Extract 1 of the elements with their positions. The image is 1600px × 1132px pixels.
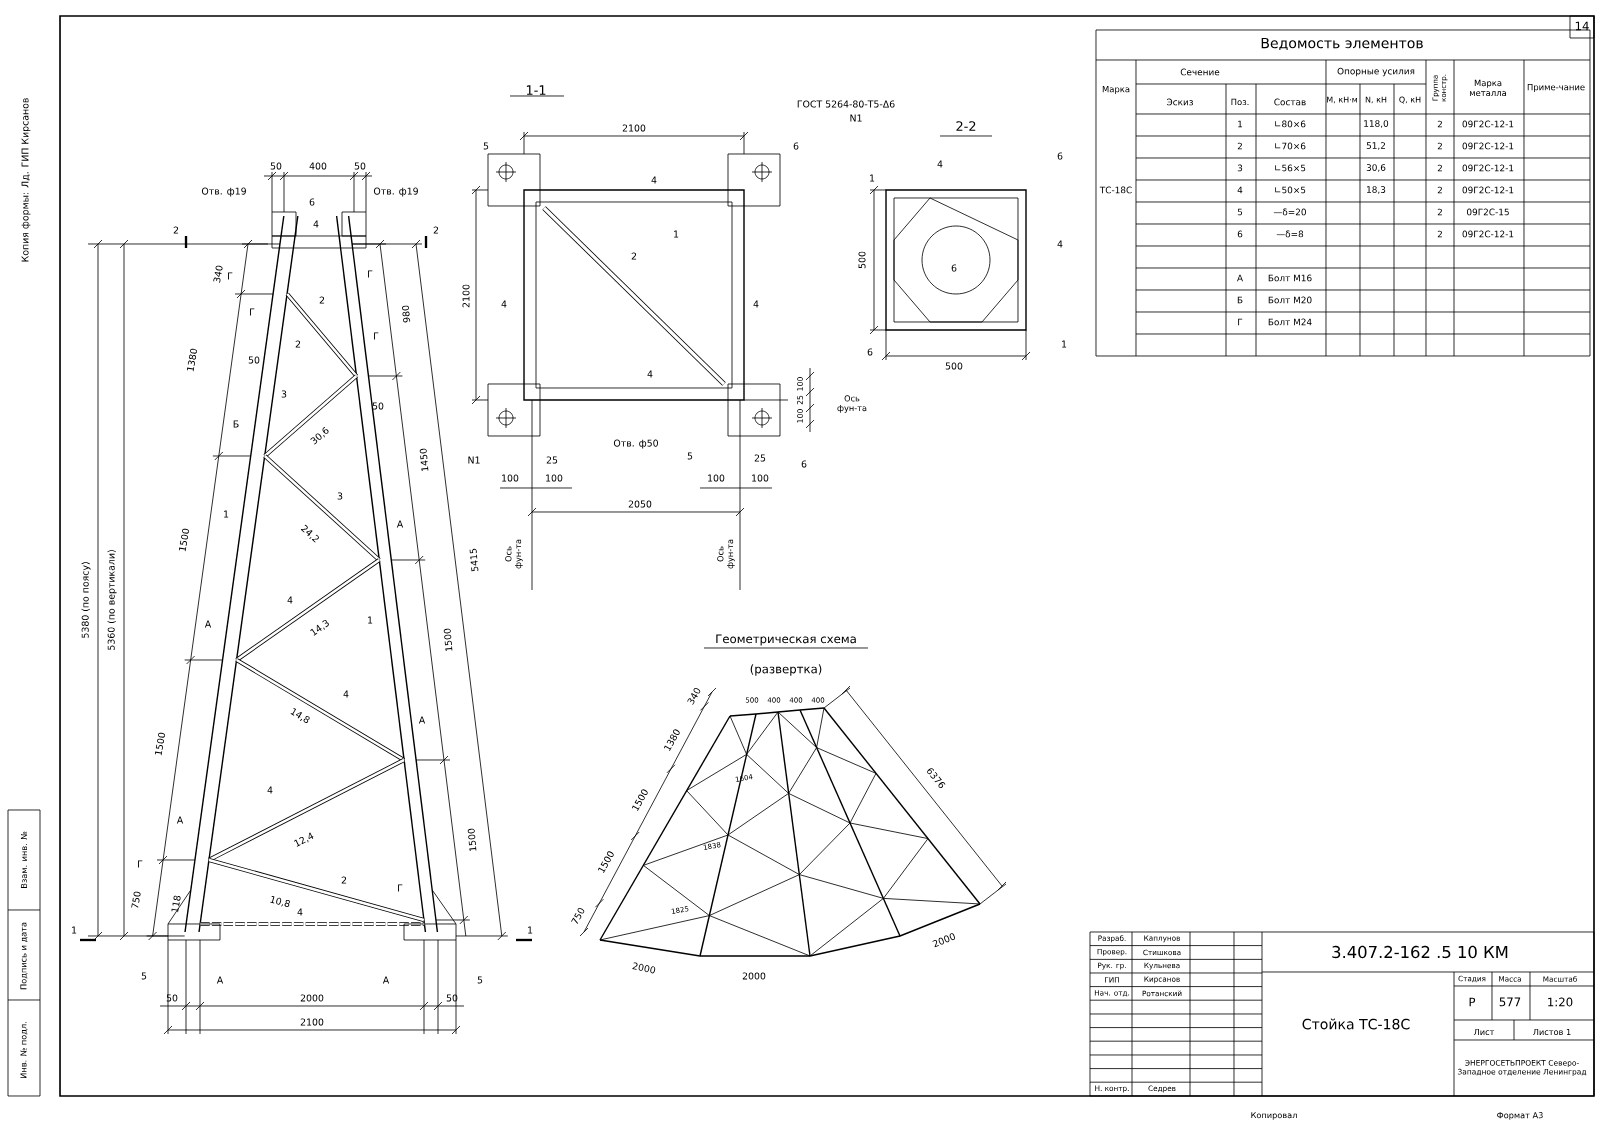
drawing-code: 3.407.2-162 .5 10 КМ <box>1332 945 1508 959</box>
